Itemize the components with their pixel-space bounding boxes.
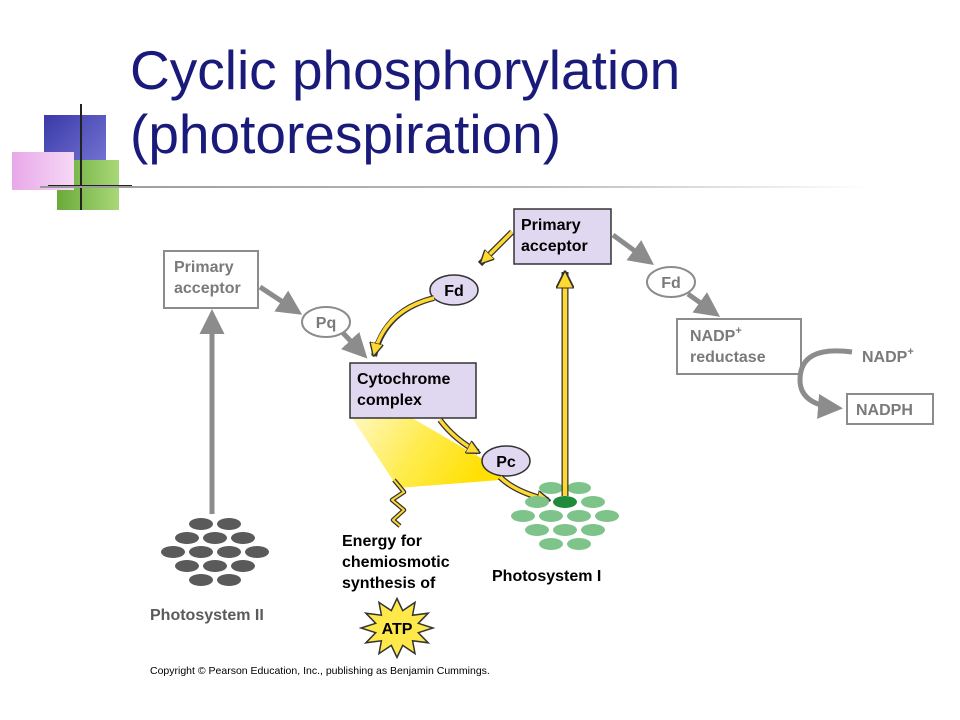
fd-cyclic-carrier: [429, 274, 479, 306]
atp-starburst: [358, 596, 436, 660]
energy-text-line-2: chemiosmotic: [342, 554, 450, 571]
photosystem-2-cluster: [161, 518, 269, 586]
arrow-acceptor-to-fd-right: [611, 232, 655, 265]
photosystem-2-label: Photosystem II: [150, 607, 264, 624]
arrow-acceptor-to-pq: [258, 284, 303, 315]
nadph-box: [846, 393, 934, 425]
energy-text-line-3: synthesis of: [342, 575, 436, 592]
photosystem-1-label: Photosystem I: [492, 568, 601, 585]
ps1-primary-acceptor-line-1: Primary: [521, 217, 581, 234]
fd-cyclic-label: Fd: [444, 283, 464, 300]
ps1-primary-acceptor-line-2: acceptor: [521, 238, 588, 255]
ps2-primary-acceptor-line-1: Primary: [174, 259, 234, 276]
photosystem-1-reaction-center: [553, 496, 577, 508]
ps2-primary-acceptor-box: [163, 250, 259, 309]
ps1-primary-acceptor-box: [513, 208, 612, 265]
title-line-1: Cyclic phosphorylation: [130, 39, 681, 101]
nadp-reductase-box: [676, 318, 802, 375]
arrow-fd-to-cytochrome-outline: [371, 295, 435, 357]
nadp-reductase-line-1: NADP+: [690, 325, 742, 345]
copyright-notice: Copyright © Pearson Education, Inc., pub…: [150, 665, 490, 677]
cytochrome-complex-box: [349, 362, 477, 419]
nadp-plus-superscript: +: [907, 346, 913, 358]
deco-pink-square: [12, 152, 74, 190]
nadp-reductase-word: NADP: [690, 328, 736, 345]
pc-carrier: [481, 445, 531, 477]
nadp-plus-word: NADP: [862, 349, 908, 366]
atp-label: ATP: [382, 621, 413, 638]
arrow-cytochrome-to-pc-fill: [438, 418, 478, 452]
arrow-nadp-to-nadph: [797, 348, 853, 419]
slide-title: Cyclic phosphorylation (photorespiration…: [130, 38, 680, 166]
nadph-label: NADPH: [856, 402, 913, 419]
energy-beam: [352, 418, 505, 488]
energy-zigzag-fill: [391, 479, 405, 527]
nadp-reductase-line-2: reductase: [690, 349, 766, 366]
cytochrome-complex-line-2: complex: [357, 392, 422, 409]
deco-vertical-line: [80, 104, 82, 210]
nadp-plus-text: NADP+: [862, 346, 914, 366]
pc-label: Pc: [496, 454, 516, 471]
title-underline: [40, 186, 870, 188]
fd-right-label: Fd: [661, 275, 681, 292]
nadp-reductase-plus: +: [735, 325, 741, 337]
arrow-fd-to-cytochrome: [374, 296, 435, 354]
arrow-fd-to-nadp-reductase: [686, 291, 721, 317]
arrow-pq-to-cytochrome: [341, 331, 368, 359]
arrow-acceptor-to-fd-cyclic: [482, 230, 514, 262]
cytochrome-complex-line-1: Cytochrome: [357, 371, 450, 388]
photosystem-1-cluster: [511, 482, 619, 550]
energy-text-line-1: Energy for: [342, 533, 422, 550]
ps2-primary-acceptor-line-2: acceptor: [174, 280, 241, 297]
pq-label: Pq: [316, 315, 336, 332]
title-line-2: (photorespiration): [130, 103, 562, 165]
fd-right-carrier: [646, 266, 696, 298]
pq-carrier: [301, 306, 351, 338]
